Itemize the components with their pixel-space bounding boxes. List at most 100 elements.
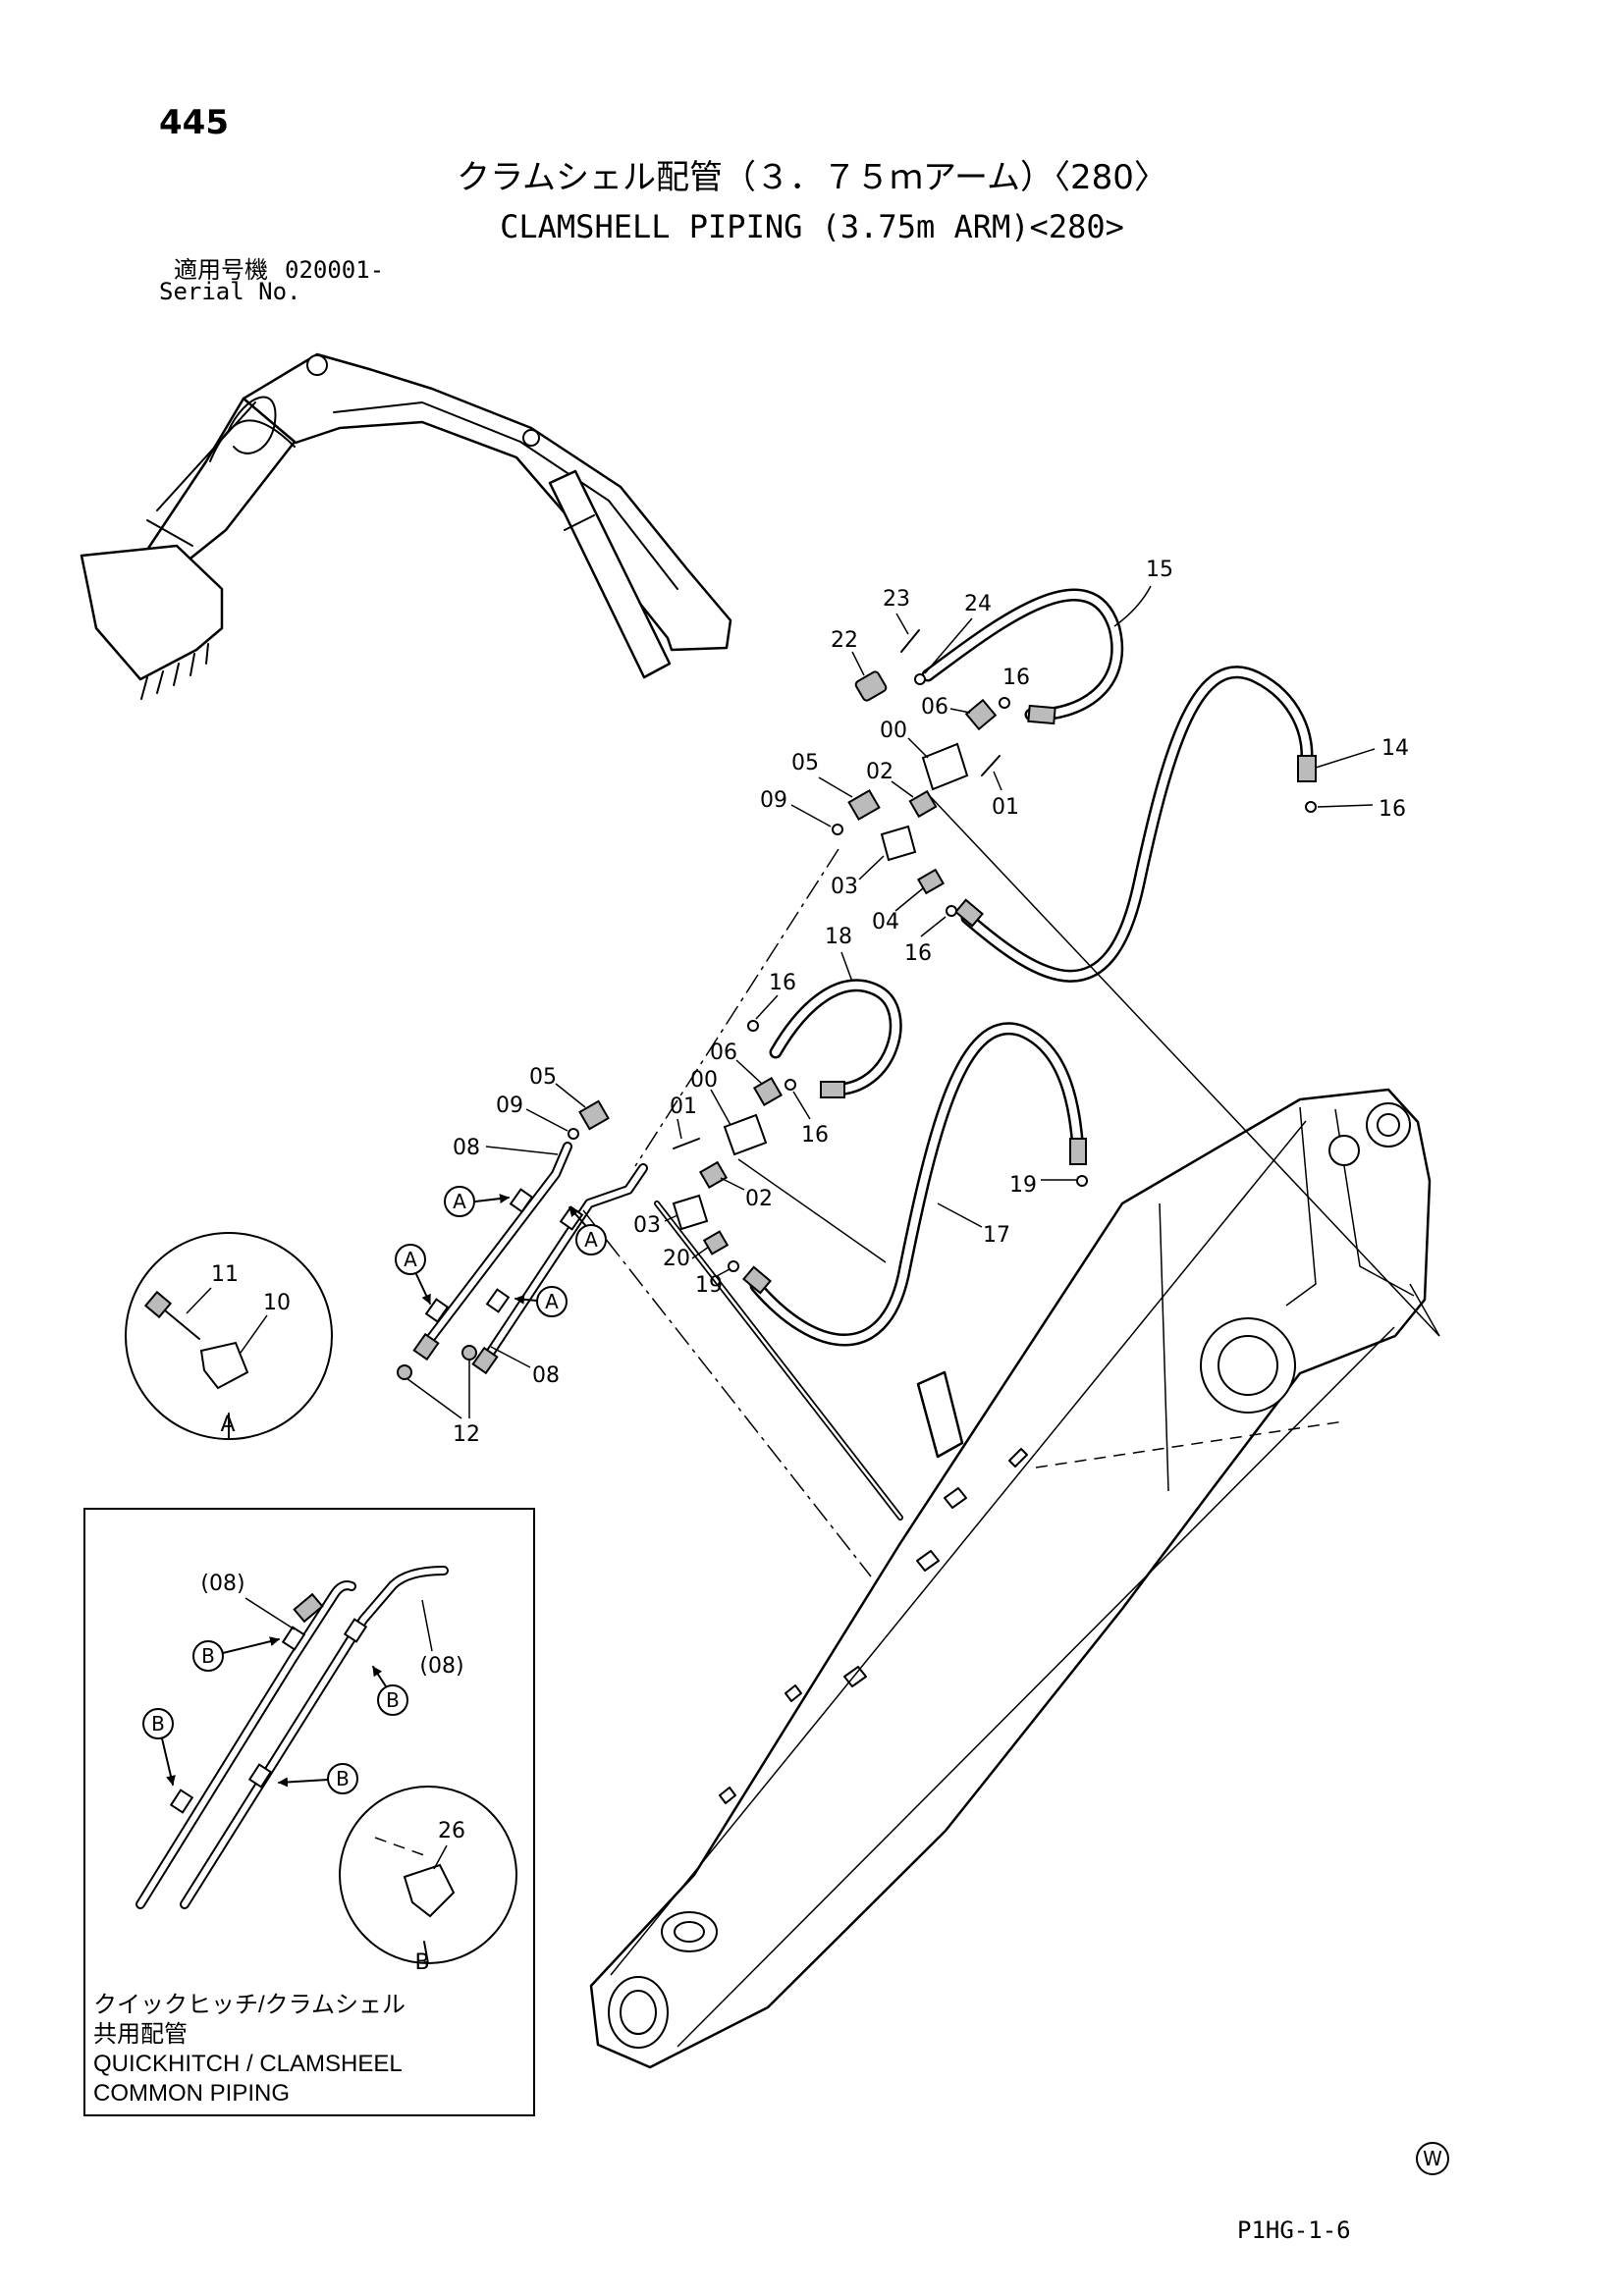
callout-label: 03 — [633, 1213, 661, 1238]
inset-frame — [83, 1508, 535, 2116]
hose-14-fitting — [954, 898, 984, 928]
leader-mid-bracket — [737, 1158, 887, 1263]
callout-label: 02 — [745, 1187, 773, 1211]
inset-callout: (08) — [419, 1654, 463, 1679]
leader-line — [485, 1146, 559, 1155]
inset-marker: B — [278, 1763, 358, 1794]
dash-line-upper — [634, 848, 839, 1167]
thumb-bucket-link — [146, 519, 193, 547]
arm-clip — [785, 1684, 802, 1702]
detail-b-tick — [423, 1941, 429, 1964]
page-code: P1HG-1-6 — [1237, 2216, 1351, 2244]
leader-line — [710, 1089, 731, 1126]
hose-14 — [960, 666, 1314, 983]
bolt-01 — [673, 1138, 700, 1149]
o-ring-24 — [914, 673, 926, 685]
region-mark-label: W — [1423, 2147, 1442, 2170]
detail-b-label: B — [414, 1950, 429, 1975]
tee-03 — [880, 825, 917, 862]
callout-label: 05 — [791, 751, 819, 775]
leader-to-arm-tip — [1409, 1283, 1440, 1337]
o-ring-16 — [747, 1020, 759, 1032]
o-ring-16 — [999, 697, 1010, 709]
page-number: 445 — [159, 103, 229, 142]
thumb-boom — [242, 352, 732, 652]
dash-line-lower — [582, 1209, 872, 1577]
inset-caption-ja-1: クイックヒッチ/クラムシェル — [93, 1992, 406, 2018]
section-marker-label: A — [404, 1248, 417, 1271]
callout-label: 18 — [825, 925, 852, 949]
pipes — [397, 1142, 903, 1521]
nut-22 — [854, 670, 888, 702]
leader-line — [240, 1314, 268, 1354]
leader-line — [244, 1597, 296, 1630]
arm-foot-bore — [620, 1990, 657, 2035]
callout-label: 02 — [866, 760, 893, 784]
inset-clamp — [343, 1618, 368, 1643]
leader-line — [840, 951, 853, 983]
hose-15-fitting — [1027, 704, 1056, 725]
bolt-11 — [158, 1305, 200, 1340]
leader-line — [907, 737, 929, 759]
reference-lines — [582, 796, 1440, 1577]
clamp-26 — [403, 1863, 456, 1918]
leader-line — [716, 1268, 731, 1277]
adapter-02 — [908, 789, 938, 819]
arm-pin-centerline — [1035, 1420, 1345, 1468]
leader-line — [1113, 585, 1152, 627]
arm-cylinder-bore — [1218, 1335, 1278, 1396]
inset-marker: B — [372, 1666, 408, 1716]
leader-line — [406, 1377, 462, 1419]
o-ring-09 — [832, 824, 843, 835]
thumb-cylinder-band — [564, 514, 595, 531]
inset-clamp — [169, 1789, 194, 1814]
callout-label: 19 — [695, 1273, 723, 1298]
leader-line — [894, 887, 924, 912]
leader-line — [490, 1346, 531, 1368]
callout-label: 08 — [532, 1363, 560, 1388]
callout-label: 16 — [769, 971, 796, 995]
section-marker-label: A — [453, 1190, 466, 1213]
thumb-hoses — [209, 396, 296, 462]
detail-a: 11 10 A — [125, 1232, 333, 1440]
callout-label: 16 — [1002, 666, 1030, 690]
inset-callout: 26 — [438, 1819, 465, 1843]
elbow-06 — [964, 698, 998, 731]
inset-caption-en-1: QUICKHITCH / CLAMSHEEL — [93, 2051, 403, 2077]
callouts: 23 24 15 22 16 06 00 14 05 02 09 01 16 0… — [453, 558, 1409, 1447]
o-ring-16 — [946, 905, 957, 917]
hose-14-fitting — [1297, 755, 1317, 782]
section-marker: A — [514, 1286, 568, 1317]
callout-label: 16 — [904, 941, 932, 966]
thumb-pin — [522, 429, 540, 447]
elbow-06 — [752, 1076, 784, 1107]
leader-line — [858, 855, 885, 881]
thumb-bucket-teeth — [140, 643, 209, 700]
o-ring-19 — [1076, 1175, 1088, 1187]
arm-stiffener — [1285, 1106, 1317, 1307]
callout-label: 24 — [964, 592, 992, 616]
callout-label: 09 — [496, 1094, 523, 1118]
plug-12 — [461, 1345, 477, 1361]
callout-label: 17 — [983, 1223, 1010, 1248]
arm-bracket — [916, 1370, 964, 1459]
arm-tip-bore — [1377, 1113, 1400, 1137]
leader-line — [993, 771, 1002, 791]
thumb-bucket — [80, 544, 224, 681]
inset-marker: B — [192, 1636, 280, 1672]
leader-line — [664, 1214, 678, 1222]
thumb-boom-inner — [333, 401, 678, 590]
bracket-00 — [921, 742, 969, 791]
inset-caption-en-2: COMMON PIPING — [93, 2080, 290, 2107]
callout-label: 00 — [880, 719, 907, 743]
region-mark-circle — [1416, 2142, 1449, 2175]
pipe-clamp — [485, 1288, 511, 1313]
leader-line — [720, 1177, 745, 1191]
leader-line — [792, 1091, 811, 1120]
hose-17-fitting — [1069, 1138, 1087, 1165]
leader-line — [920, 916, 947, 937]
callout-label: 09 — [760, 788, 787, 813]
thumb-bucket-link — [156, 401, 256, 511]
callout-label: 15 — [1146, 558, 1173, 582]
